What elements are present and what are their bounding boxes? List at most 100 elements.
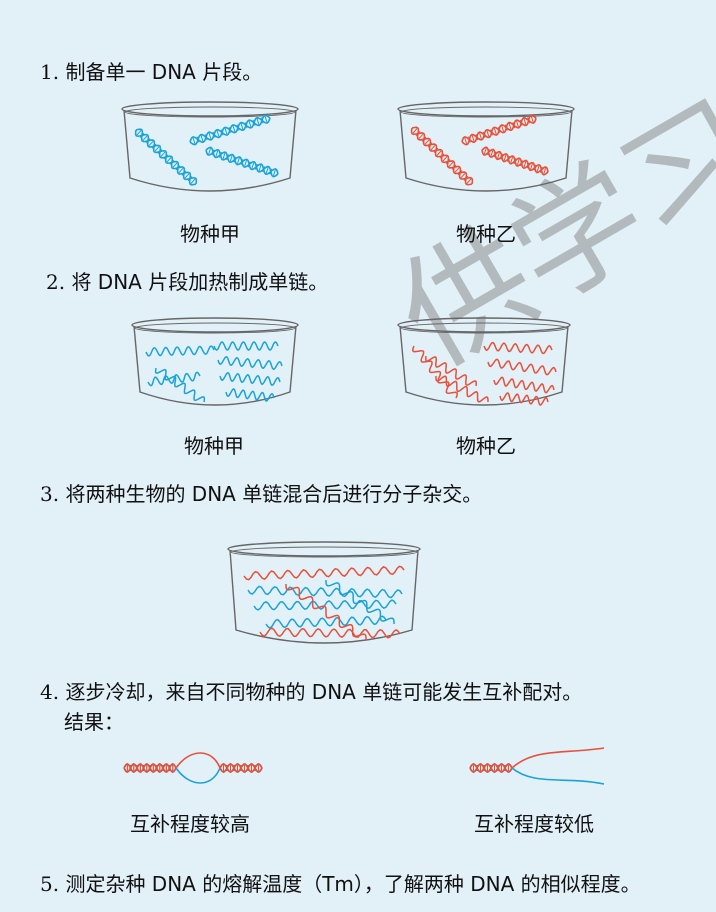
dna-base-pair xyxy=(252,119,256,126)
dna-single-strand xyxy=(499,392,549,406)
beaker-rim xyxy=(227,541,421,557)
dna-single-strand xyxy=(247,585,403,599)
dna-single-strand xyxy=(243,565,405,581)
dna-base-pair xyxy=(251,162,255,169)
step-4-text: 逐步冷却，来自不同物种的 DNA 单链可能发生互补配对。 xyxy=(65,680,583,704)
dna-base-pair xyxy=(483,148,487,155)
dna-base-pair xyxy=(493,128,497,135)
beaker-rim xyxy=(397,317,571,333)
dna-base-pair xyxy=(445,159,451,165)
beaker-body xyxy=(123,109,297,192)
dna-base-pair xyxy=(448,161,454,167)
dna-base-pair xyxy=(151,143,157,149)
dna-base-pair xyxy=(507,155,510,162)
dna-base-pair xyxy=(433,147,439,153)
dna-base-pair xyxy=(247,161,251,168)
dna-base-pair xyxy=(493,151,497,158)
dna-base-pair xyxy=(190,178,196,184)
dna-base-pair xyxy=(487,149,490,156)
dna-base-pair xyxy=(505,124,508,131)
dna-base-pair xyxy=(513,158,517,164)
dna-single-strand xyxy=(217,355,283,371)
dna-single-strand xyxy=(259,627,401,639)
dna-base-pair xyxy=(500,153,504,160)
dna-base-pair xyxy=(256,118,260,125)
dna-single-strand xyxy=(219,371,281,387)
beaker-body xyxy=(133,325,297,406)
dna-base-pair xyxy=(166,157,172,163)
beaker-species-a-step2 xyxy=(131,317,299,406)
dna-base-pair xyxy=(204,134,208,141)
dna-single-strand xyxy=(425,355,477,387)
dna-base-pair xyxy=(520,160,523,167)
dna-base-pair xyxy=(269,168,273,175)
dna-base-pair xyxy=(510,156,514,163)
caption-species-a-2: 物种甲 xyxy=(184,434,244,458)
dna-base-pair xyxy=(240,123,244,130)
dna-base-pair xyxy=(237,157,240,164)
dna-base-pair xyxy=(516,159,520,166)
dna-base-pair xyxy=(244,160,247,167)
dna-base-pair xyxy=(490,150,494,157)
dna-base-pair xyxy=(142,135,148,141)
beaker-rim-inner xyxy=(400,322,568,334)
dna-single-strand xyxy=(325,580,395,624)
dna-base-pair xyxy=(540,166,543,173)
dna-single-strand xyxy=(285,584,367,640)
dna-base-pair xyxy=(424,139,430,145)
dna-base-pair xyxy=(232,125,236,132)
dna-base-pair xyxy=(262,166,265,173)
hybrid-low-complementarity xyxy=(469,747,605,785)
dna-base-pair xyxy=(533,164,537,171)
dna-base-pair xyxy=(258,165,262,171)
dna-base-pair xyxy=(192,137,196,144)
dna-single-strand xyxy=(145,345,215,357)
dna-base-pair xyxy=(148,140,154,147)
dna-single-strand xyxy=(265,615,387,629)
dna-base-pair xyxy=(421,136,427,142)
dna-base-pair xyxy=(523,161,527,168)
dna-base-pair xyxy=(220,129,224,136)
dna-base-pair xyxy=(460,173,466,179)
caption-species-b-2: 物种乙 xyxy=(456,434,516,458)
dna-base-pair xyxy=(436,150,442,156)
beaker-body xyxy=(399,109,573,192)
beaker-rim xyxy=(397,101,575,117)
dna-base-pair xyxy=(543,167,547,174)
dna-base-pair xyxy=(427,142,433,148)
dna-base-pair xyxy=(181,170,187,176)
dna-base-pair xyxy=(530,163,533,170)
step-3-text: 将两种生物的 DNA 单链混合后进行分子杂交。 xyxy=(65,482,483,506)
step-5-text: 测定杂种 DNA 的熔解温度（Tm），了解两种 DNA 的相似程度。 xyxy=(65,872,641,896)
dna-single-strand xyxy=(147,371,201,387)
dna-base-pair xyxy=(512,122,516,129)
beaker-body xyxy=(399,325,569,406)
dna-base-pair xyxy=(451,164,457,170)
beaker-species-b-step1 xyxy=(397,101,575,192)
dna-base-pair xyxy=(228,126,232,134)
dna-base-pair xyxy=(508,123,512,130)
dna-base-pair xyxy=(471,135,475,142)
dna-base-pair xyxy=(244,122,248,129)
dna-free-strand xyxy=(511,747,605,769)
dna-base-pair xyxy=(236,124,240,131)
dna-base-pair xyxy=(536,165,540,172)
dna-base-pair xyxy=(418,133,424,139)
dna-base-pair xyxy=(184,173,190,179)
dna-base-pair xyxy=(212,131,216,138)
dna-base-pair xyxy=(163,154,169,160)
step-5-number: 5. xyxy=(40,872,60,896)
beaker-rim-inner xyxy=(124,106,296,118)
beaker-rim xyxy=(131,317,299,333)
dna-free-strand xyxy=(511,767,605,785)
dna-base-pair xyxy=(260,117,264,124)
dna-base-pair xyxy=(265,167,269,174)
beaker-rim-inner xyxy=(400,106,572,118)
beaker-rim-inner xyxy=(134,322,296,334)
dna-base-pair xyxy=(468,136,471,143)
dna-base-pair xyxy=(136,130,142,136)
step-2: 2. 将 DNA 片段加热制成单链。 xyxy=(46,266,328,295)
dna-base-pair xyxy=(519,119,523,126)
step-3-number: 3. xyxy=(40,482,60,506)
dna-base-pair xyxy=(208,148,211,155)
